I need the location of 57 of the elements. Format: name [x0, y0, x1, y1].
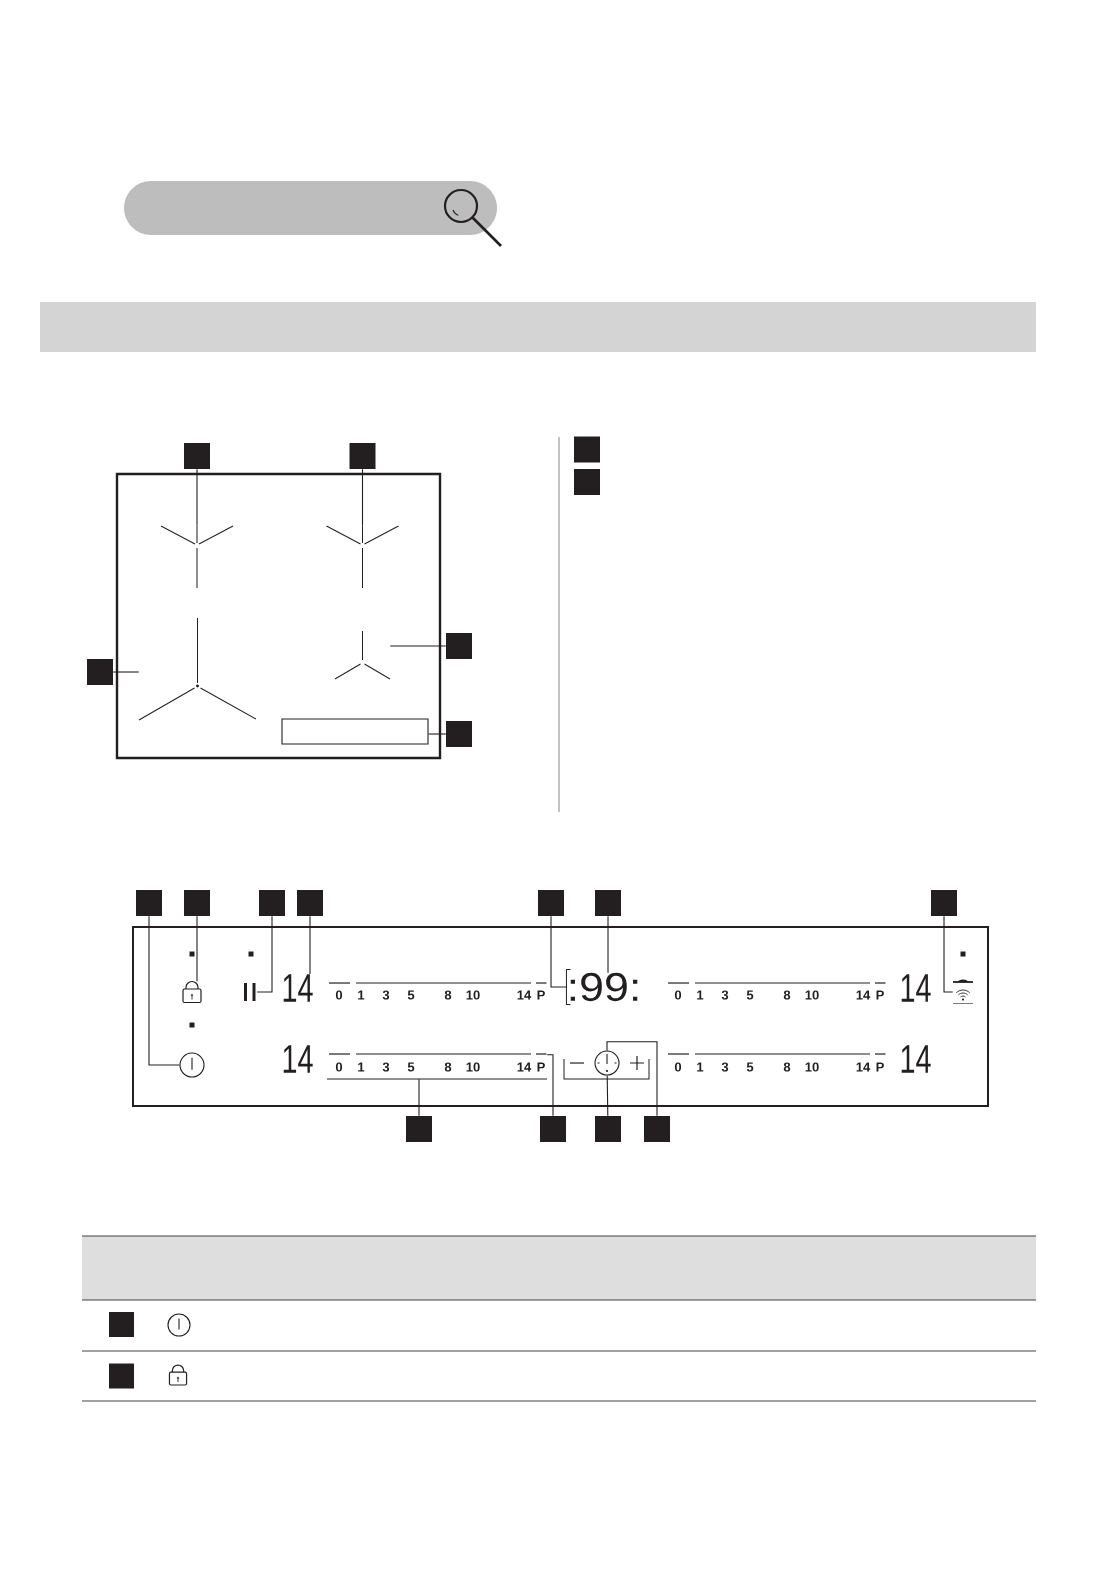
callout-square [540, 1116, 566, 1142]
level-scale: 0 1 3 5 8 10 14 P [328, 982, 548, 1000]
digit-display: 14 [901, 1045, 931, 1073]
callout-square [136, 890, 162, 916]
leader-line [256, 915, 273, 993]
leader-line [418, 1078, 420, 1117]
leader-line [389, 645, 447, 647]
leader-line [607, 915, 609, 974]
leader-line [361, 468, 364, 527]
callout-square [184, 890, 210, 916]
callout-square [259, 890, 285, 916]
callout-square [406, 1116, 432, 1142]
callout-square [595, 890, 621, 916]
zone-mark [160, 525, 234, 589]
callout-square [574, 436, 600, 463]
callout-square [349, 443, 376, 469]
level-scale: 0 1 3 5 8 10 14 P [667, 982, 887, 1000]
digit-display: 14 [283, 974, 313, 1002]
pause-icon [244, 983, 256, 1001]
control-panel [132, 926, 989, 1107]
leader-line [546, 1054, 554, 1117]
level-scale: 0 1 3 5 8 10 14 P [326, 1053, 548, 1080]
callout-square [644, 1116, 670, 1142]
zone-mark [334, 630, 391, 680]
callout-square [184, 443, 210, 469]
callout-square [297, 890, 323, 916]
hood-icon [952, 979, 974, 1004]
leader-line [112, 671, 140, 673]
clock-icon [594, 1050, 620, 1076]
leader-line [148, 915, 180, 1066]
leader-line [309, 915, 311, 975]
callout-square [538, 890, 564, 916]
callout-square [109, 1312, 134, 1337]
callout-square [109, 1363, 134, 1389]
callout-square [87, 659, 113, 685]
leader-line [943, 915, 954, 993]
callout-square [574, 469, 600, 495]
digit-display: 14 [283, 1045, 313, 1073]
level-scale: 0 1 3 5 8 10 14 P [667, 1053, 887, 1072]
leader-line [606, 1041, 658, 1117]
control-strip [281, 718, 429, 745]
zone-mark [326, 525, 399, 589]
lock-icon [182, 980, 202, 1004]
leader-line [550, 915, 567, 988]
callout-square [446, 633, 472, 659]
leader-line [606, 1075, 609, 1117]
power-icon [179, 1052, 205, 1078]
leader-line [196, 468, 198, 527]
zone-mark [138, 617, 257, 721]
callout-square [595, 1116, 621, 1142]
leader-line [196, 915, 198, 982]
callout-square [446, 721, 472, 747]
hob-outline [115, 472, 442, 760]
leader-line [428, 733, 447, 735]
callout-square [931, 890, 957, 916]
digit-display: 14 [901, 974, 931, 1002]
timer-display: :99: [565, 969, 638, 1005]
